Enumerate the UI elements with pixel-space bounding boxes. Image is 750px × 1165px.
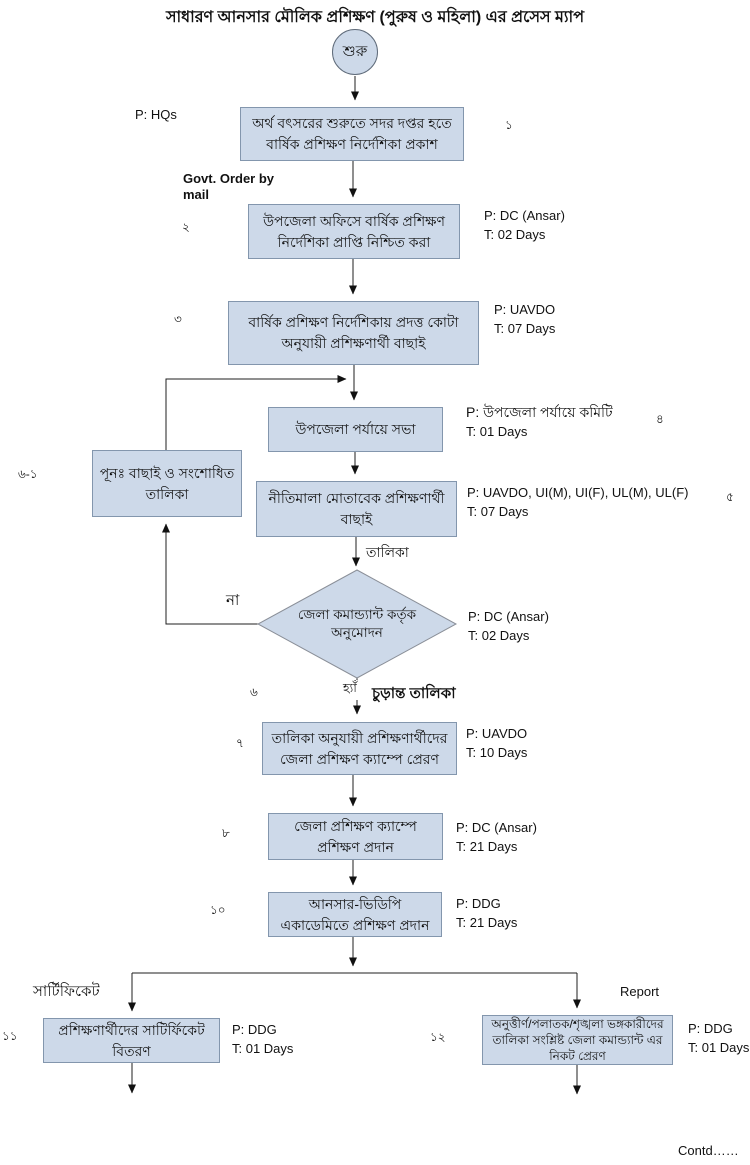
flow-node-step1: অর্থ বৎসরের শুরুতে সদর দপ্তর হতে বার্ষিক… — [240, 107, 464, 161]
step2-performer-text: P: DC (Ansar) — [484, 208, 565, 223]
step-number-12: ১২ — [430, 1030, 446, 1044]
rework-text: পূনঃ বাছাই ও সংশোধিত তালিকা — [99, 464, 235, 502]
step8-time-text: T: 21 Days — [456, 839, 518, 854]
step10-performer-text: P: DDG — [456, 896, 501, 911]
step10-time-text: T: 21 Days — [456, 915, 518, 930]
step-number-11: ১১ — [2, 1029, 18, 1043]
step3-time-text: T: 07 Days — [494, 321, 556, 336]
step-number-4: ৪ — [656, 412, 664, 426]
edge-label-yes: হ্যাঁ — [341, 680, 359, 700]
decision-pt: P: DC (Ansar) T: 02 Days — [468, 607, 549, 645]
step8-pt: P: DC (Ansar) T: 21 Days — [456, 818, 537, 856]
step4-text: উপজেলা পর্যায়ে সভা — [295, 421, 416, 437]
step11-pt: P: DDG T: 01 Days — [232, 1020, 293, 1058]
step-number-7: ৭ — [236, 736, 244, 750]
step12-text: অনুত্তীর্ণ/পলাতক/শৃঙ্খলা ভঙ্গকারীদের তাল… — [491, 1016, 664, 1064]
step7-time-text: T: 10 Days — [466, 745, 528, 760]
start-label: শুরু — [342, 42, 368, 60]
edge-label-report: Report — [620, 984, 660, 999]
step2-time-text: T: 02 Days — [484, 227, 546, 242]
step5-text: নীতিমালা মোতাবেক প্রশিক্ষণার্থী বাছাই — [268, 490, 445, 527]
edge-label-certificate: সার্টিফিকেট — [33, 983, 100, 1000]
page-title: সাধারণ আনসার মৌলিক প্রশিক্ষণ (পুরুষ ও মহ… — [165, 9, 585, 26]
step8-text: জেলা প্রশিক্ষণ ক্যাম্পে প্রশিক্ষণ প্রদান — [294, 817, 417, 855]
decision-label: জেলা কমান্ড্যান্ট কর্তৃক অনুমোদন — [297, 606, 417, 640]
step11-performer-text: P: DDG — [232, 1022, 277, 1037]
step1-text: অর্থ বৎসরের শুরুতে সদর দপ্তর হতে বার্ষিক… — [252, 115, 452, 152]
step2-text: উপজেলা অফিসে বার্ষিক প্রশিক্ষণ নির্দেশিক… — [263, 212, 445, 250]
step10-pt: P: DDG T: 21 Days — [456, 894, 517, 932]
contd-note: Contd…… — [678, 1143, 739, 1158]
flow-node-step5: নীতিমালা মোতাবেক প্রশিক্ষণার্থী বাছাই — [256, 481, 457, 537]
decision-time-text: T: 02 Days — [468, 628, 530, 643]
flow-node-step11: প্রশিক্ষণার্থীদের সাটির্ফিকেট বিতরণ — [43, 1018, 220, 1063]
step3-text: বার্ষিক প্রশিক্ষণ নির্দেশিকায় প্রদত্ত ক… — [248, 314, 459, 351]
flow-node-rework: পূনঃ বাছাই ও সংশোধিত তালিকা — [92, 450, 242, 517]
step1-performer-text: P: HQs — [135, 107, 177, 122]
step10-text: আনসার-ভিডিপি একাডেমিতে প্রশিক্ষণ প্রদান — [280, 895, 430, 933]
flow-node-step12: অনুত্তীর্ণ/পলাতক/শৃঙ্খলা ভঙ্গকারীদের তাল… — [482, 1015, 673, 1065]
step3-performer-text: P: UAVDO — [494, 302, 556, 317]
decision-performer-text: P: DC (Ansar) — [468, 609, 549, 624]
step12-time-text: T: 01 Days — [688, 1040, 750, 1055]
step11-text: প্রশিক্ষণার্থীদের সাটির্ফিকেট বিতরণ — [58, 1021, 205, 1059]
step5-time-text: T: 07 Days — [467, 504, 529, 519]
flow-node-step8: জেলা প্রশিক্ষণ ক্যাম্পে প্রশিক্ষণ প্রদান — [268, 813, 443, 860]
step12-performer-text: P: DDG — [688, 1021, 733, 1036]
step3-pt: P: UAVDO T: 07 Days — [494, 300, 555, 338]
decision-text: জেলা কমান্ড্যান্ট কর্তৃক অনুমোদন — [292, 592, 422, 656]
edge-label-no: না — [226, 592, 240, 609]
step4-pt: P: উপজেলা পর্যায়ে কমিটি T: 01 Days — [466, 403, 656, 441]
step11-time-text: T: 01 Days — [232, 1041, 294, 1056]
step4-time-text: T: 01 Days — [466, 424, 528, 439]
step-number-6-1: ৬-১ — [18, 467, 38, 481]
step5-performer-text: P: UAVDO, UI(M), UI(F), UL(M), UL(F) — [467, 485, 689, 500]
step7-performer-text: P: UAVDO — [466, 726, 528, 741]
step-number-10: ১০ — [210, 903, 226, 917]
step-number-6: ৬ — [250, 685, 258, 699]
step-number-3: ৩ — [174, 312, 182, 326]
flow-node-step4: উপজেলা পর্যায়ে সভা — [268, 407, 443, 452]
step-number-5: ৫ — [726, 490, 734, 504]
step-number-1: ১ — [505, 118, 513, 132]
step7-pt: P: UAVDO T: 10 Days — [466, 724, 527, 762]
flow-node-step10: আনসার-ভিডিপি একাডেমিতে প্রশিক্ষণ প্রদান — [268, 892, 442, 937]
flow-node-step3: বার্ষিক প্রশিক্ষণ নির্দেশিকায় প্রদত্ত ক… — [228, 301, 479, 365]
step12-pt: P: DDG T: 01 Days — [688, 1019, 749, 1057]
edge-label-govt-order: Govt. Order by mail — [183, 171, 275, 202]
step-number-8: ৮ — [222, 826, 230, 840]
flow-node-start: শুরু — [332, 29, 378, 75]
step5-pt: P: UAVDO, UI(M), UI(F), UL(M), UL(F) T: … — [467, 483, 688, 521]
flow-node-step7: তালিকা অনুযায়ী প্রশিক্ষণার্থীদের জেলা প… — [262, 722, 457, 775]
step8-performer-text: P: DC (Ansar) — [456, 820, 537, 835]
step4-performer-text: P: উপজেলা পর্যায়ে কমিটি — [466, 404, 613, 420]
arrow-decision-no-to-rework — [162, 523, 258, 625]
edge-label-list: তালিকা — [366, 544, 409, 560]
step-number-2: ২ — [182, 220, 190, 234]
edge-label-final-list: চুড়ান্ত তালিকা — [372, 685, 456, 702]
flow-node-step2: উপজেলা অফিসে বার্ষিক প্রশিক্ষণ নির্দেশিক… — [248, 204, 460, 259]
step7-text: তালিকা অনুযায়ী প্রশিক্ষণার্থীদের জেলা প… — [271, 729, 448, 767]
step1-performer: P: HQs — [135, 105, 177, 124]
step2-pt: P: DC (Ansar) T: 02 Days — [484, 206, 565, 244]
